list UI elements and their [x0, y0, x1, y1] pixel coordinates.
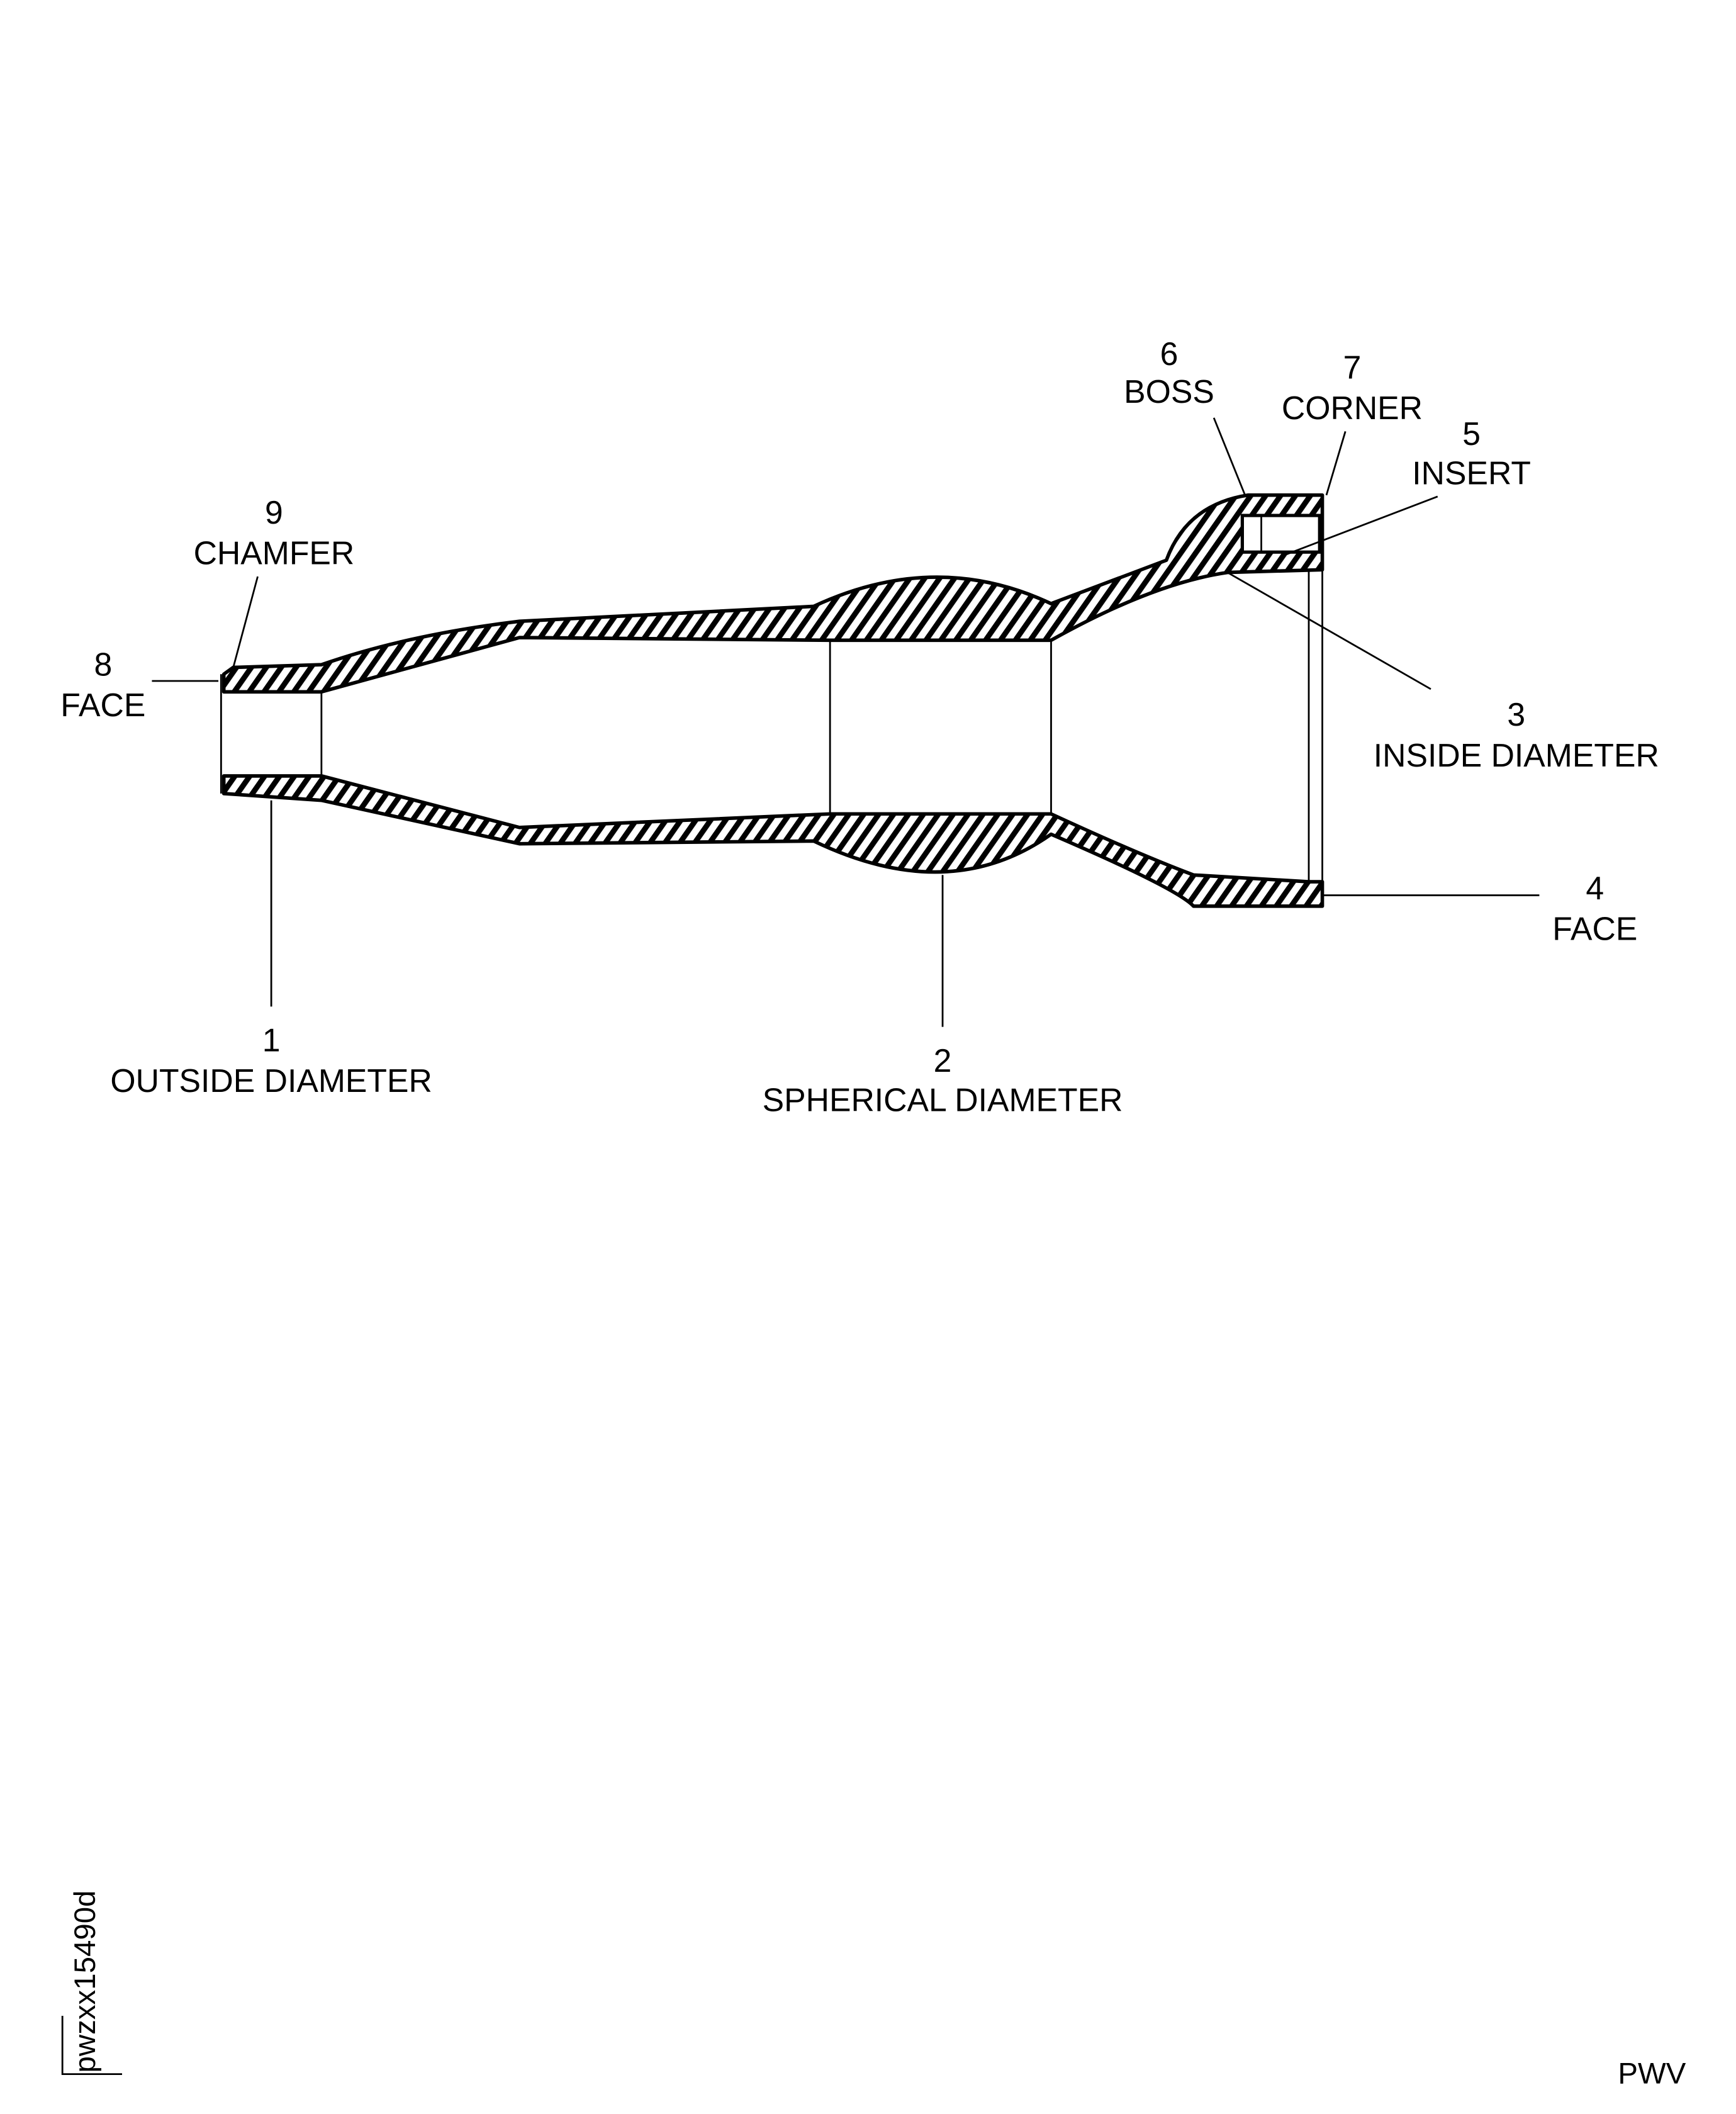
callout-number: 6	[1160, 335, 1179, 372]
callout-number: 2	[934, 1042, 952, 1079]
callout-label: INSERT	[1412, 454, 1531, 491]
callout-number: 7	[1343, 349, 1362, 385]
leader-lines	[152, 417, 1540, 1027]
callout-label: INSIDE DIAMETER	[1374, 737, 1659, 773]
callout-number: 9	[265, 494, 283, 531]
callout-label: OUTSIDE DIAMETER	[110, 1062, 432, 1099]
callout-1: 1 OUTSIDE DIAMETER	[110, 1021, 432, 1099]
callout-2: 2 SPHERICAL DIAMETER	[763, 1042, 1123, 1118]
callout-label: BOSS	[1124, 373, 1214, 410]
callout-number: 8	[94, 646, 112, 682]
callout-5: 5 INSERT	[1412, 415, 1531, 492]
callout-number: 3	[1507, 696, 1525, 733]
footer-code: PWV	[1618, 2057, 1686, 2091]
insert	[1240, 514, 1321, 554]
callout-9: 9 CHAMFER	[194, 494, 355, 571]
callout-7: 7 CORNER	[1282, 349, 1423, 426]
part-cross-section	[220, 493, 1324, 908]
callout-number: 5	[1462, 415, 1481, 452]
callout-label: CORNER	[1282, 390, 1423, 426]
callout-6: 6 BOSS	[1124, 335, 1214, 410]
callout-number: 4	[1586, 870, 1604, 906]
callout-label: SPHERICAL DIAMETER	[763, 1081, 1123, 1118]
callout-8: 8 FACE	[60, 646, 145, 723]
callout-number: 1	[262, 1021, 281, 1058]
lower-wall	[221, 774, 1324, 908]
figure-id-tag: pwzxx15490d	[61, 1891, 123, 2076]
upper-wall	[221, 493, 1324, 694]
figure-id: pwzxx15490d	[69, 1891, 102, 2073]
callout-label: CHAMFER	[194, 535, 355, 571]
callout-label: FACE	[1552, 911, 1637, 947]
callout-3: 3 INSIDE DIAMETER	[1374, 696, 1659, 773]
callout-label: FACE	[60, 687, 145, 723]
callout-4: 4 FACE	[1552, 870, 1637, 947]
